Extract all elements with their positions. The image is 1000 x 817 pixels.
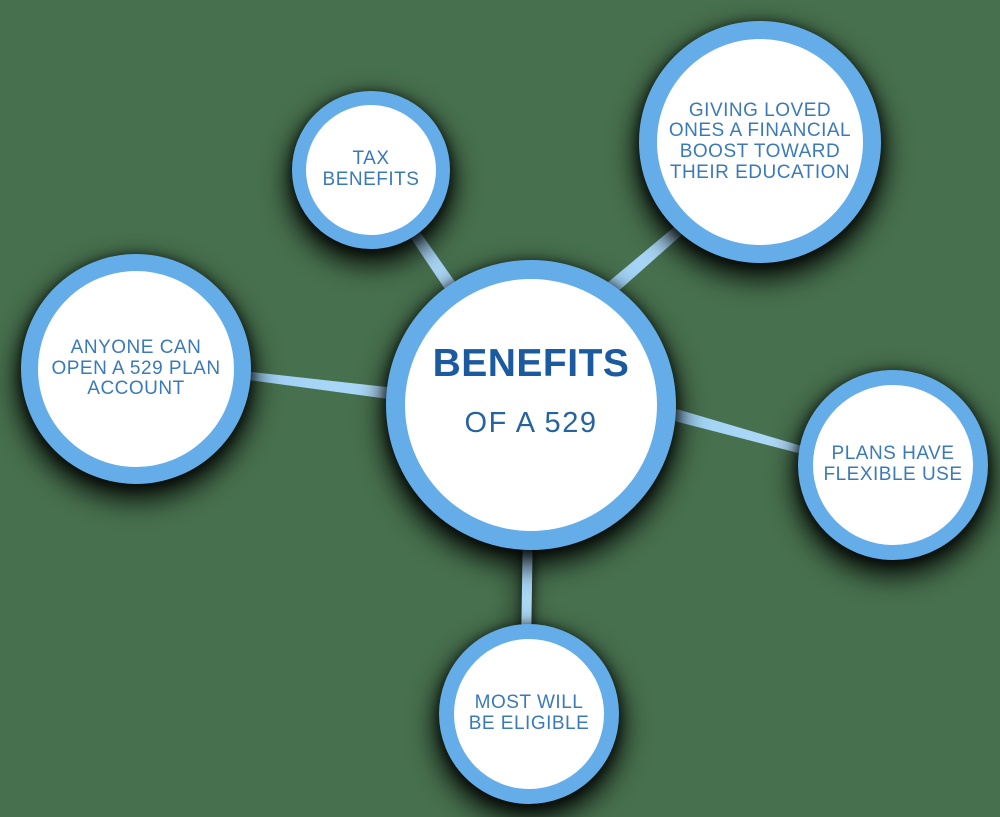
center-subtitle: OF A 529 bbox=[464, 407, 598, 440]
node-tax-benefits-label: TAX BENEFITS bbox=[322, 148, 420, 190]
node-giving-loved-ones: GIVING LOVED ONES A FINANCIAL BOOST TOWA… bbox=[639, 21, 881, 263]
center-node-benefits-of-529: BENEFITS OF A 529 bbox=[386, 260, 676, 550]
center-title: BENEFITS bbox=[432, 341, 630, 385]
node-plans-flexible-use: PLANS HAVE FLEXIBLE USE bbox=[798, 370, 988, 560]
node-most-will-be-eligible-label: MOST WILL BE ELIGIBLE bbox=[468, 692, 590, 734]
node-anyone-can-open-label: ANYONE CAN OPEN A 529 PLAN ACCOUNT bbox=[51, 337, 221, 400]
node-anyone-can-open: ANYONE CAN OPEN A 529 PLAN ACCOUNT bbox=[21, 254, 251, 484]
node-tax-benefits: TAX BENEFITS bbox=[292, 91, 450, 249]
node-plans-flexible-use-label: PLANS HAVE FLEXIBLE USE bbox=[823, 443, 963, 485]
center-node-label: BENEFITS OF A 529 bbox=[429, 318, 634, 464]
node-most-will-be-eligible: MOST WILL BE ELIGIBLE bbox=[439, 624, 619, 804]
node-giving-loved-ones-label: GIVING LOVED ONES A FINANCIAL BOOST TOWA… bbox=[668, 99, 852, 183]
